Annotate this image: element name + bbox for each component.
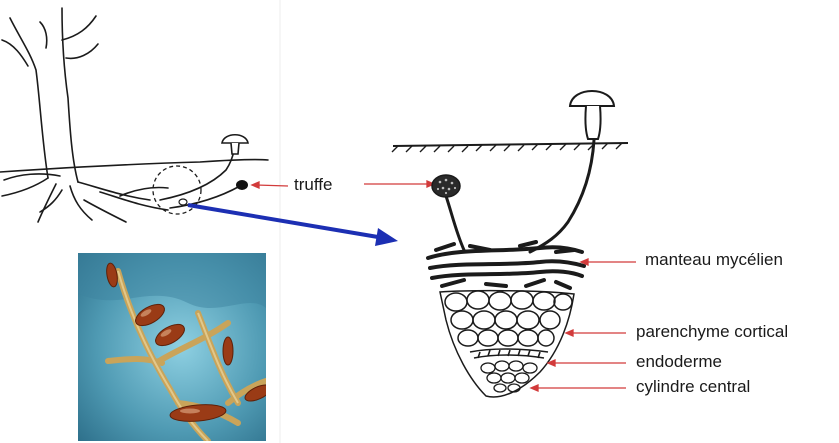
label-cylindre-central: cylindre central (636, 377, 751, 396)
label-truffe: truffe (294, 175, 333, 194)
hyphal-strands (444, 138, 596, 254)
zoom-arrow (187, 203, 398, 246)
large-mushroom (568, 90, 616, 140)
tree-sketch (0, 7, 269, 223)
small-truffle-left (236, 180, 248, 190)
label-manteau-mycelien: manteau mycélien (645, 250, 783, 269)
section-callouts (529, 258, 636, 392)
hyphae-micrograph (78, 253, 266, 441)
label-parenchyme-cortical: parenchyme cortical (636, 322, 789, 341)
large-truffle (431, 174, 461, 198)
small-mushroom-left (221, 133, 249, 155)
ground-line-right (391, 142, 629, 153)
label-endoderme: endoderme (636, 352, 723, 371)
truffe-callouts (250, 180, 436, 189)
root-tip-section (426, 240, 586, 398)
zoom-circle (152, 165, 202, 215)
